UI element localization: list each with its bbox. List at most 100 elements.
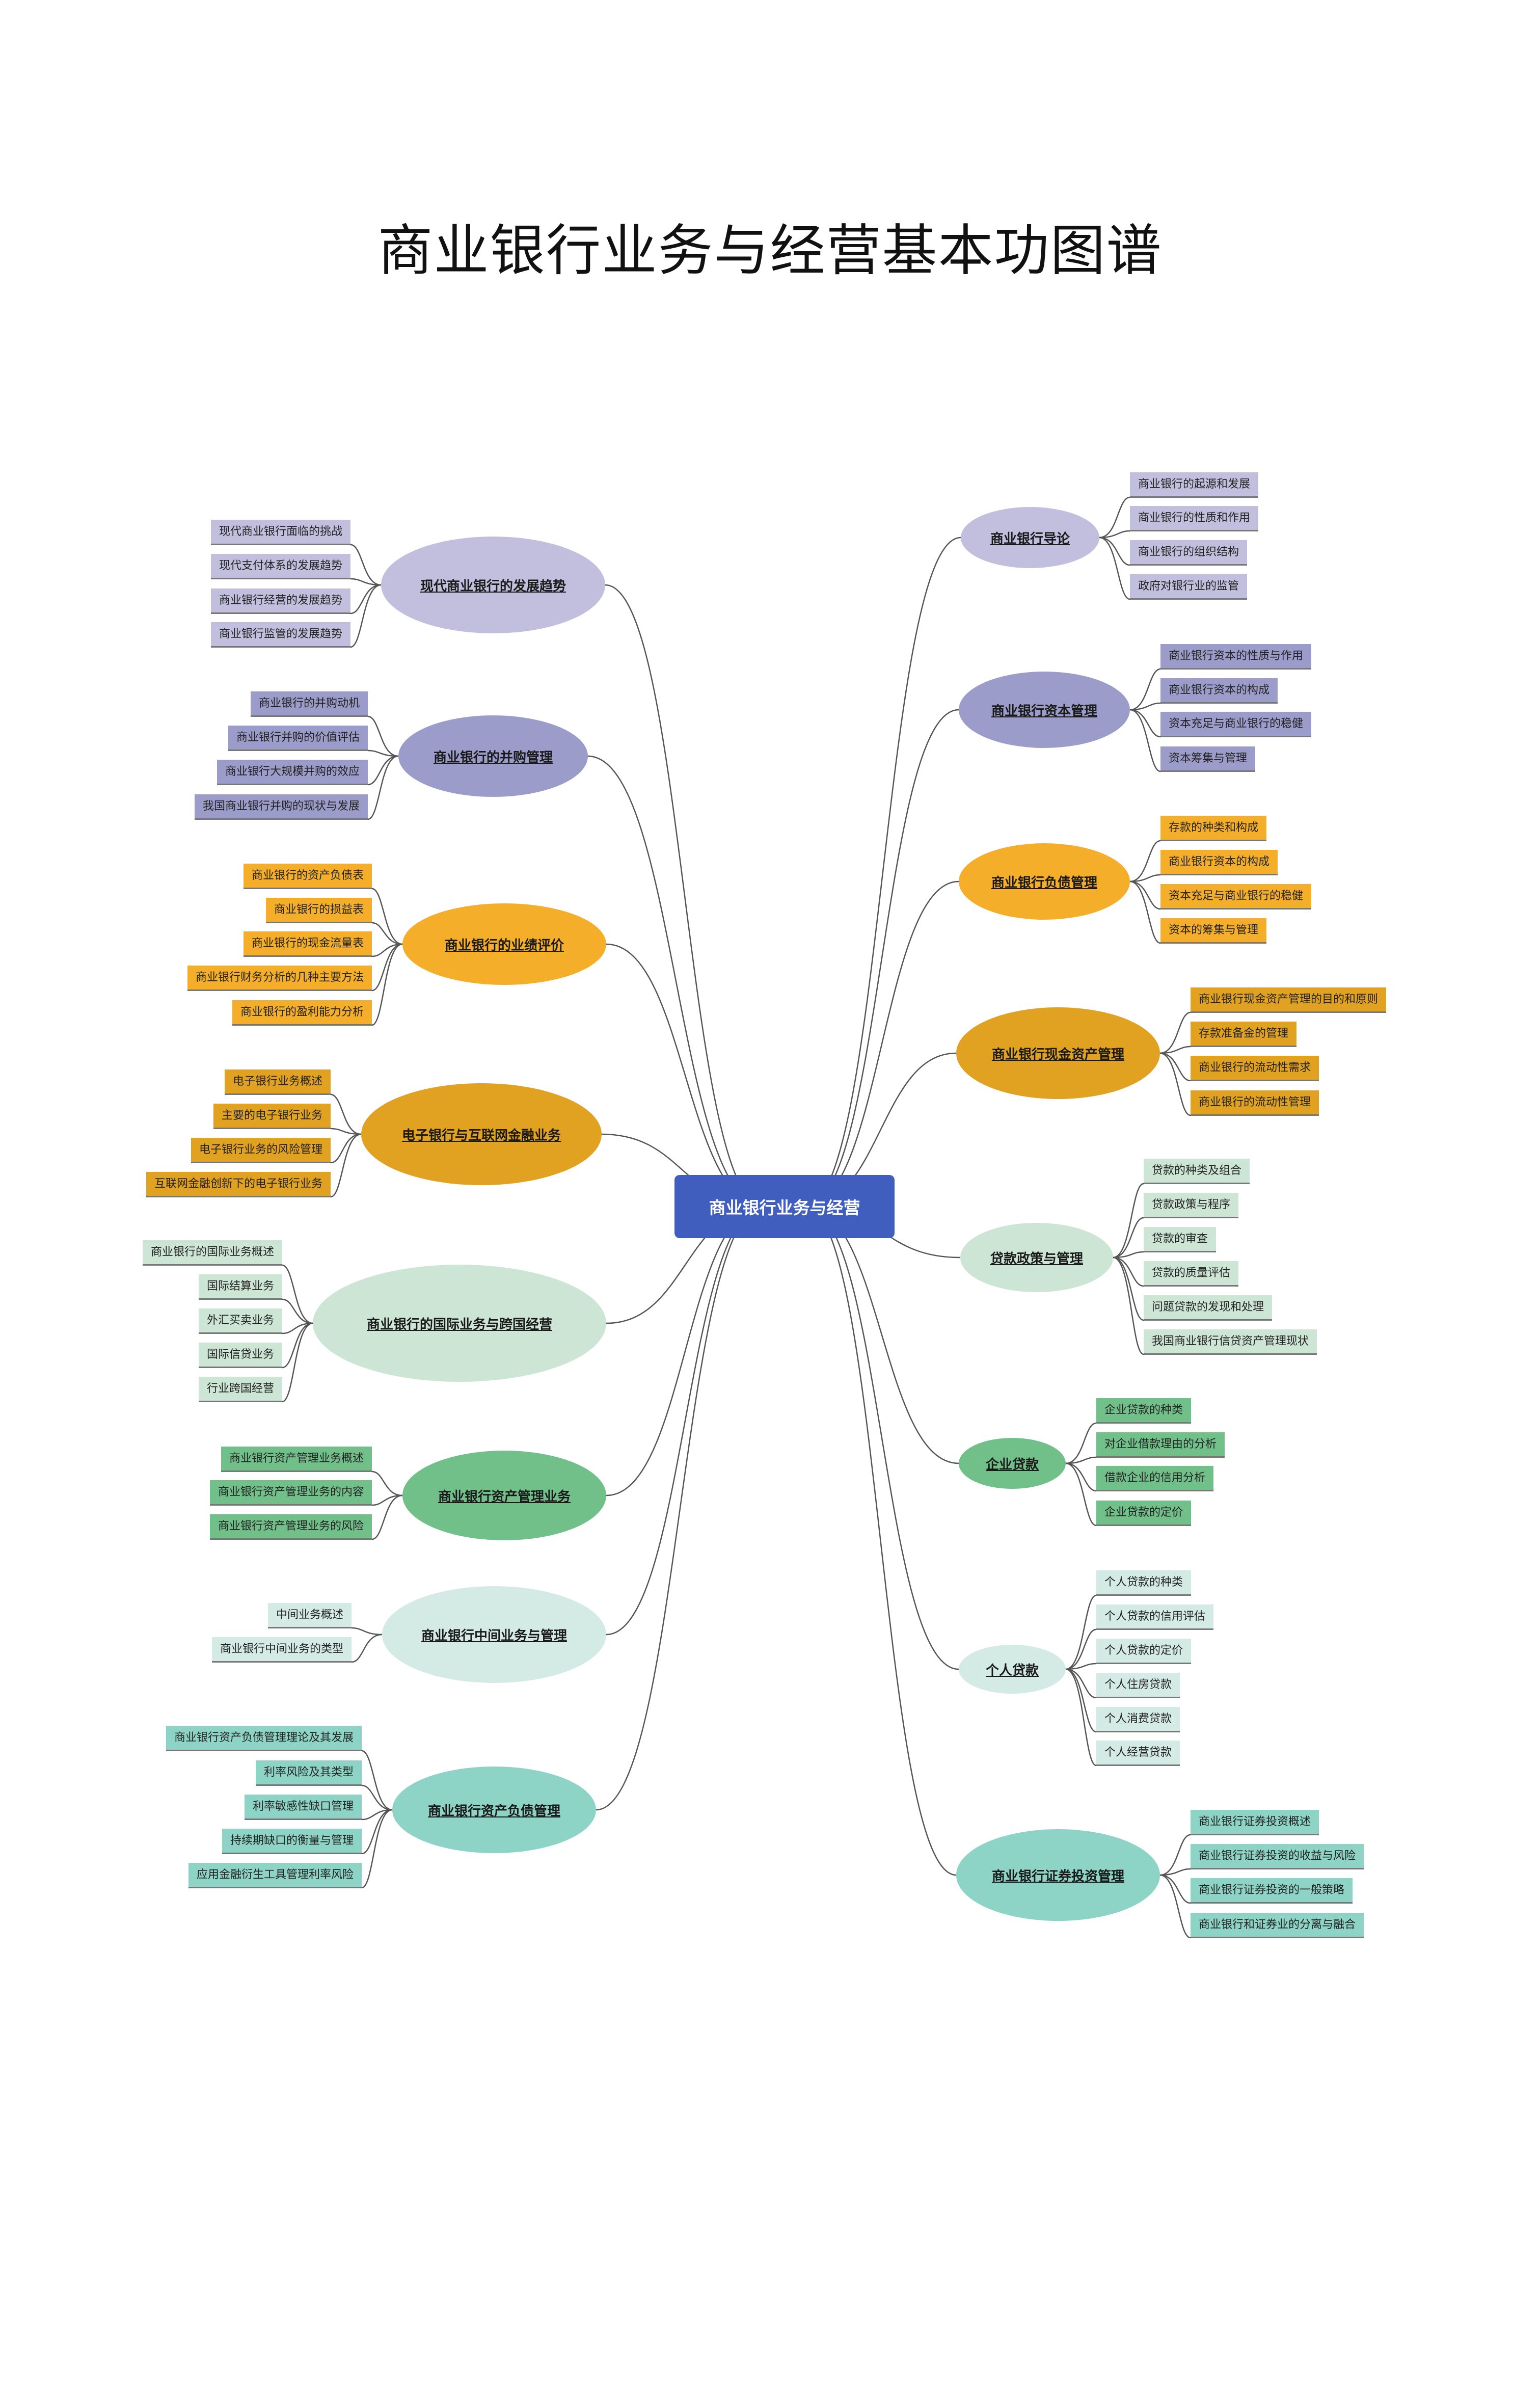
right-item-1-2[interactable]: 资本充足与商业银行的稳健 — [1160, 712, 1312, 737]
right-topic-1[interactable]: 商业银行资本管理 — [959, 672, 1130, 748]
right-item-3-0[interactable]: 商业银行现金资产管理的目的和原则 — [1191, 987, 1387, 1013]
left-topic-3[interactable]: 电子银行与互联网金融业务 — [361, 1083, 602, 1185]
left-item-2-4[interactable]: 商业银行的盈利能力分析 — [232, 1000, 372, 1026]
left-item-1-3[interactable]: 我国商业银行并购的现状与发展 — [194, 794, 368, 820]
right-topic-5[interactable]: 企业贷款 — [959, 1438, 1066, 1489]
left-item-1-1[interactable]: 商业银行并购的价值评估 — [228, 726, 368, 751]
right-item-4-0[interactable]: 贷款的种类及组合 — [1144, 1159, 1250, 1184]
left-item-2-2[interactable]: 商业银行的现金流量表 — [243, 931, 372, 957]
right-item-5-1[interactable]: 对企业借款理由的分析 — [1096, 1432, 1225, 1458]
right-item-7-1[interactable]: 商业银行证券投资的收益与风险 — [1191, 1844, 1364, 1869]
left-item-1-0[interactable]: 商业银行的并购动机 — [250, 691, 368, 717]
right-item-4-4[interactable]: 问题贷款的发现和处理 — [1144, 1295, 1273, 1321]
right-leaf-link-0-3 — [1099, 537, 1130, 600]
left-item-5-0[interactable]: 商业银行资产管理业务概述 — [221, 1447, 372, 1472]
right-item-7-0[interactable]: 商业银行证券投资概述 — [1191, 1810, 1319, 1835]
right-item-1-1[interactable]: 商业银行资本的构成 — [1160, 678, 1278, 704]
right-item-1-3[interactable]: 资本筹集与管理 — [1160, 746, 1256, 772]
left-item-2-3[interactable]: 商业银行财务分析的几种主要方法 — [187, 966, 372, 991]
left-item-0-2[interactable]: 商业银行经营的发展趋势 — [210, 589, 350, 614]
left-item-4-1[interactable]: 国际结算业务 — [198, 1274, 282, 1300]
right-item-0-3[interactable]: 政府对银行业的监管 — [1130, 574, 1248, 600]
left-topic-5[interactable]: 商业银行资产管理业务 — [402, 1451, 606, 1540]
right-item-0-2[interactable]: 商业银行的组织结构 — [1130, 540, 1248, 566]
left-topic-2[interactable]: 商业银行的业绩评价 — [402, 903, 606, 985]
left-topic-0[interactable]: 现代商业银行的发展趋势 — [381, 537, 605, 633]
right-item-0-0[interactable]: 商业银行的起源和发展 — [1130, 472, 1259, 498]
right-item-3-2[interactable]: 商业银行的流动性需求 — [1191, 1056, 1319, 1081]
left-leaf-link-7-3 — [361, 1809, 393, 1855]
right-item-7-3[interactable]: 商业银行和证券业的分离与融合 — [1191, 1913, 1364, 1938]
right-item-1-0[interactable]: 商业银行资本的性质与作用 — [1160, 644, 1312, 670]
left-item-4-2[interactable]: 外汇买卖业务 — [198, 1308, 282, 1334]
right-topic-7[interactable]: 商业银行证券投资管理 — [956, 1829, 1160, 1921]
right-item-6-1[interactable]: 个人贷款的信用评估 — [1096, 1604, 1214, 1630]
central-topic[interactable]: 商业银行业务与经营 — [674, 1175, 895, 1238]
right-topic-4[interactable]: 贷款政策与管理 — [960, 1223, 1113, 1292]
right-item-6-2[interactable]: 个人贷款的定价 — [1096, 1639, 1192, 1664]
left-item-7-3[interactable]: 持续期缺口的衡量与管理 — [222, 1829, 362, 1854]
right-item-4-2[interactable]: 贷款的审查 — [1144, 1227, 1217, 1252]
left-item-5-2[interactable]: 商业银行资产管理业务的风险 — [209, 1514, 372, 1540]
right-topic-0[interactable]: 商业银行导论 — [961, 507, 1099, 568]
left-item-7-0[interactable]: 商业银行资产负债管理理论及其发展 — [166, 1726, 362, 1751]
left-item-3-3[interactable]: 互联网金融创新下的电子银行业务 — [146, 1172, 331, 1197]
left-item-0-3[interactable]: 商业银行监管的发展趋势 — [210, 622, 350, 648]
left-branch-link-7 — [596, 1206, 765, 1811]
right-item-2-1[interactable]: 商业银行资本的构成 — [1160, 850, 1278, 875]
right-item-2-0[interactable]: 存款的种类和构成 — [1160, 816, 1267, 841]
right-item-5-0[interactable]: 企业贷款的种类 — [1096, 1398, 1192, 1424]
right-item-7-2[interactable]: 商业银行证券投资的一般策略 — [1191, 1878, 1353, 1904]
right-leaf-link-6-0 — [1065, 1594, 1097, 1670]
right-item-2-3[interactable]: 资本的筹集与管理 — [1160, 918, 1267, 944]
right-leaf-link-0-2 — [1099, 537, 1130, 566]
left-item-0-1[interactable]: 现代支付体系的发展趋势 — [210, 554, 350, 579]
left-item-4-3[interactable]: 国际信贷业务 — [198, 1343, 282, 1368]
right-branch-link-2 — [804, 880, 959, 1208]
right-item-6-3[interactable]: 个人住房贷款 — [1096, 1673, 1180, 1698]
left-item-2-1[interactable]: 商业银行的损益表 — [265, 898, 372, 923]
right-leaf-link-3-0 — [1159, 1011, 1191, 1054]
right-topic-2[interactable]: 商业银行负债管理 — [959, 843, 1130, 920]
right-item-4-3[interactable]: 贷款的质量评估 — [1144, 1261, 1239, 1287]
right-leaf-link-1-0 — [1129, 668, 1161, 711]
right-item-3-1[interactable]: 存款准备金的管理 — [1191, 1022, 1297, 1047]
left-item-7-2[interactable]: 利率敏感性缺口管理 — [244, 1795, 362, 1820]
left-item-5-1[interactable]: 商业银行资产管理业务的内容 — [209, 1480, 372, 1506]
left-item-2-0[interactable]: 商业银行的资产负债表 — [243, 864, 372, 889]
left-item-3-0[interactable]: 电子银行业务概述 — [224, 1069, 331, 1095]
right-item-4-5[interactable]: 我国商业银行信贷资产管理现状 — [1144, 1329, 1317, 1355]
right-item-5-2[interactable]: 借款企业的信用分析 — [1096, 1466, 1214, 1491]
left-item-6-0[interactable]: 中间业务概述 — [267, 1603, 352, 1628]
left-topic-6[interactable]: 商业银行中间业务与管理 — [382, 1586, 606, 1683]
right-item-4-1[interactable]: 贷款政策与程序 — [1144, 1193, 1239, 1218]
left-topic-1[interactable]: 商业银行的并购管理 — [398, 715, 588, 797]
left-leaf-link-1-1 — [367, 750, 399, 757]
right-item-3-3[interactable]: 商业银行的流动性管理 — [1191, 1090, 1319, 1116]
right-leaf-link-5-1 — [1065, 1456, 1097, 1464]
right-item-6-0[interactable]: 个人贷款的种类 — [1096, 1570, 1192, 1596]
left-item-4-4[interactable]: 行业跨国经营 — [198, 1377, 282, 1402]
left-item-3-2[interactable]: 电子银行业务的风险管理 — [191, 1138, 331, 1163]
left-topic-4[interactable]: 商业银行的国际业务与跨国经营 — [313, 1265, 606, 1382]
left-topic-7[interactable]: 商业银行资产负债管理 — [392, 1767, 596, 1853]
left-item-7-1[interactable]: 利率风险及其类型 — [255, 1760, 362, 1786]
left-item-6-1[interactable]: 商业银行中间业务的类型 — [211, 1637, 352, 1663]
right-item-0-1[interactable]: 商业银行的性质和作用 — [1130, 506, 1259, 531]
left-leaf-link-7-1 — [361, 1784, 393, 1811]
left-item-0-0[interactable]: 现代商业银行面临的挑战 — [210, 520, 350, 545]
left-item-4-0[interactable]: 商业银行的国际业务概述 — [142, 1240, 282, 1266]
right-item-5-3[interactable]: 企业贷款的定价 — [1096, 1501, 1192, 1526]
right-leaf-link-4-1 — [1113, 1217, 1144, 1259]
left-item-1-2[interactable]: 商业银行大规模并购的效应 — [217, 760, 368, 785]
left-leaf-link-2-4 — [371, 943, 403, 1026]
right-leaf-link-2-3 — [1129, 880, 1161, 944]
right-item-2-2[interactable]: 资本充足与商业银行的稳健 — [1160, 884, 1312, 910]
right-topic-6[interactable]: 个人贷款 — [959, 1645, 1066, 1694]
left-item-3-1[interactable]: 主要的电子银行业务 — [213, 1104, 331, 1129]
right-item-6-5[interactable]: 个人经营贷款 — [1096, 1741, 1180, 1766]
right-topic-3[interactable]: 商业银行现金资产管理 — [956, 1007, 1160, 1099]
right-leaf-link-5-3 — [1065, 1462, 1097, 1527]
right-item-6-4[interactable]: 个人消费贷款 — [1096, 1707, 1180, 1732]
left-item-7-4[interactable]: 应用金融衍生工具管理利率风险 — [188, 1863, 362, 1888]
